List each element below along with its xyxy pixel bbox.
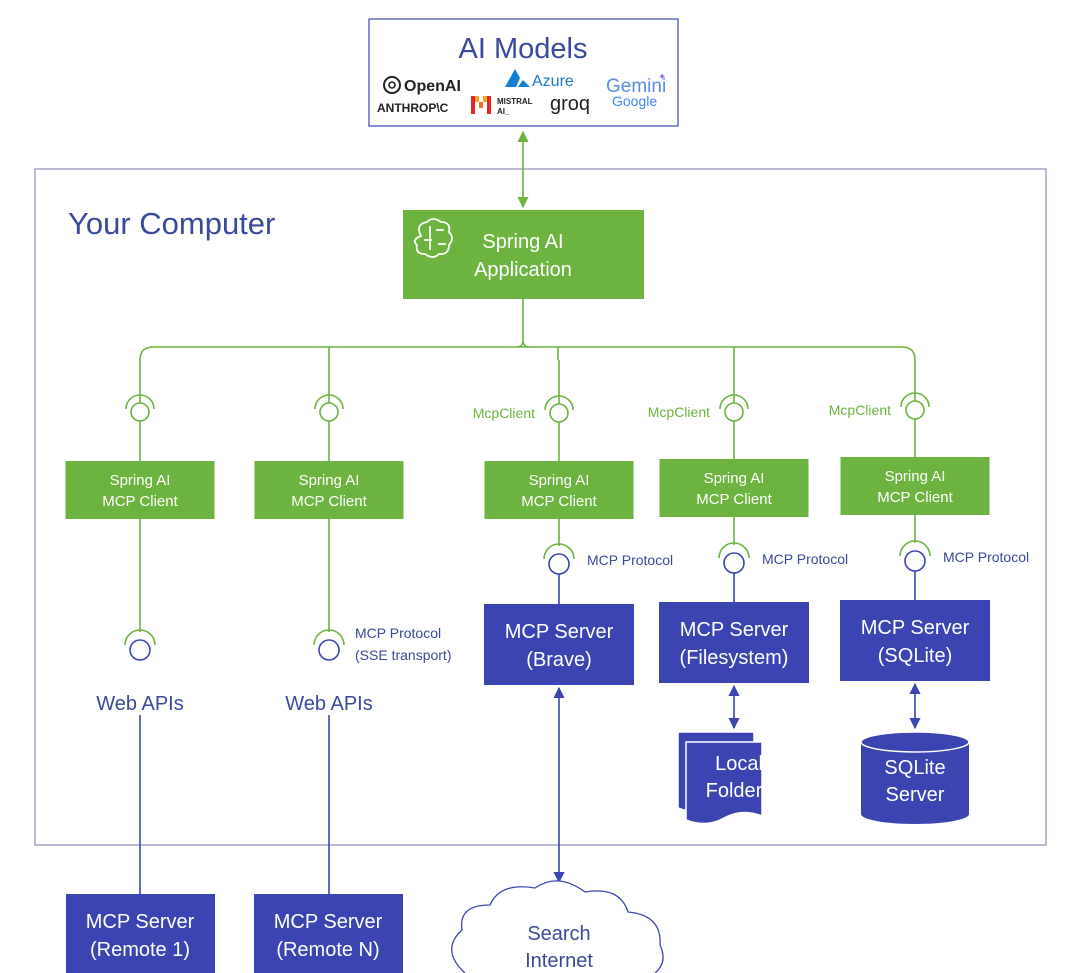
- mcpclient-tag: McpClient: [829, 402, 891, 418]
- brain-leaf-icon: [413, 218, 453, 258]
- internet-line1: Search: [527, 923, 590, 945]
- spring-ai-mcp-client-box: Spring AI MCP Client: [840, 457, 990, 515]
- cloud-icon: [451, 880, 664, 973]
- client-line1: Spring AI: [110, 472, 171, 489]
- remoten-line2: (Remote N): [276, 939, 379, 961]
- web-apis-label: Web APIs: [285, 693, 372, 715]
- web-apis-label: Web APIs: [96, 693, 183, 715]
- client-line2: MCP Client: [102, 493, 178, 510]
- google-name: Google: [612, 93, 657, 109]
- app-line2: Application: [474, 259, 572, 281]
- mistral-ai-name: AI_: [497, 107, 510, 116]
- folders-icon: [677, 731, 763, 825]
- mcp-server-brave: MCP Server (Brave): [484, 604, 634, 685]
- mcpclient-tag: McpClient: [473, 405, 535, 421]
- client-line2: MCP Client: [291, 493, 367, 510]
- client-line1: Spring AI: [704, 470, 765, 487]
- mcpclient-tag: McpClient: [648, 404, 710, 420]
- client-line2: MCP Client: [521, 493, 597, 510]
- your-computer-label: Your Computer: [68, 206, 275, 241]
- protocol-label: MCP Protocol: [762, 551, 848, 567]
- brave-line1: MCP Server: [505, 621, 614, 643]
- spring-ai-mcp-client-box: Spring AI MCP Client: [659, 459, 809, 517]
- ai-models-box: AI Models OpenAI Azure Gemini ✦ Google A…: [368, 18, 679, 127]
- ai-models-title: AI Models: [459, 33, 588, 65]
- client-line1: Spring AI: [529, 472, 590, 489]
- brave-line2: (Brave): [526, 649, 592, 671]
- protocol-socket-icon: [313, 629, 345, 661]
- remote1-line2: (Remote 1): [90, 939, 190, 961]
- protocol-socket-icon: [543, 543, 575, 575]
- openai-logo: OpenAI: [383, 76, 461, 95]
- mcp-server-filesystem: MCP Server (Filesystem): [659, 602, 809, 683]
- protocol-label: MCP Protocol: [943, 549, 1029, 565]
- filesystem-line1: MCP Server: [680, 619, 789, 641]
- protocol-transport-label: (SSE transport): [355, 647, 451, 663]
- spring-ai-mcp-client-box: Spring AI MCP Client: [254, 461, 404, 519]
- azure-name: Azure: [532, 73, 574, 90]
- db-line2: Server: [886, 784, 945, 806]
- client-line1: Spring AI: [299, 472, 360, 489]
- app-line1: Spring AI: [482, 231, 563, 253]
- mistral-icon: [471, 96, 491, 114]
- sqlite-database: SQLite Server: [860, 731, 970, 824]
- spring-ai-application-box: Spring AI Application: [403, 210, 644, 299]
- mcp-server-sqlite: MCP Server (SQLite): [840, 600, 990, 681]
- gemini-google-logo: Gemini ✦ Google: [606, 72, 666, 109]
- mcp-server-remote-n: MCP Server (Remote N): [254, 894, 403, 973]
- mistral-name: MISTRAL: [497, 97, 533, 106]
- filesystem-line2: (Filesystem): [680, 647, 789, 669]
- openai-name: OpenAI: [404, 78, 461, 95]
- spring-ai-mcp-client-box: Spring AI MCP Client: [65, 461, 215, 519]
- protocol-label: MCP Protocol: [355, 625, 441, 641]
- search-internet-cloud: Search Internet: [451, 880, 664, 973]
- azure-logo: Azure: [505, 69, 574, 90]
- spring-ai-mcp-client-box: Spring AI MCP Client: [484, 461, 634, 519]
- protocol-socket-icon: [124, 629, 156, 661]
- local-folders: Local Folders: [677, 731, 773, 825]
- mcp-server-remote-1: MCP Server (Remote 1): [66, 894, 215, 973]
- sqlite-line2: (SQLite): [878, 645, 952, 667]
- your-computer-frame: [34, 168, 1047, 846]
- remote1-line1: MCP Server: [86, 911, 195, 933]
- protocol-socket-icon: [718, 542, 750, 574]
- db-line1: SQLite: [884, 757, 945, 779]
- gemini-name: Gemini: [606, 76, 666, 97]
- openai-icon: [383, 76, 401, 94]
- client-line1: Spring AI: [885, 468, 946, 485]
- protocol-label: MCP Protocol: [587, 552, 673, 568]
- internet-line2: Internet: [525, 950, 593, 972]
- client-socket-icon: [544, 395, 574, 423]
- groq-name: groq: [550, 93, 590, 115]
- mistral-logo: MISTRAL AI_: [471, 96, 533, 116]
- folders-line1: Local: [715, 753, 763, 775]
- remoten-line1: MCP Server: [274, 911, 383, 933]
- client-socket-icon: [900, 392, 930, 420]
- sqlite-line1: MCP Server: [861, 617, 970, 639]
- anthropic-name: ANTHROP\C: [377, 101, 449, 115]
- client-line2: MCP Client: [696, 491, 772, 508]
- azure-icon: [505, 69, 530, 87]
- gemini-spark-icon: ✦: [658, 72, 666, 83]
- client-line2: MCP Client: [877, 489, 953, 506]
- folders-line2: Folders: [706, 780, 773, 802]
- protocol-socket-icon: [899, 540, 931, 572]
- client-bus: [139, 299, 916, 361]
- database-icon: [860, 731, 970, 824]
